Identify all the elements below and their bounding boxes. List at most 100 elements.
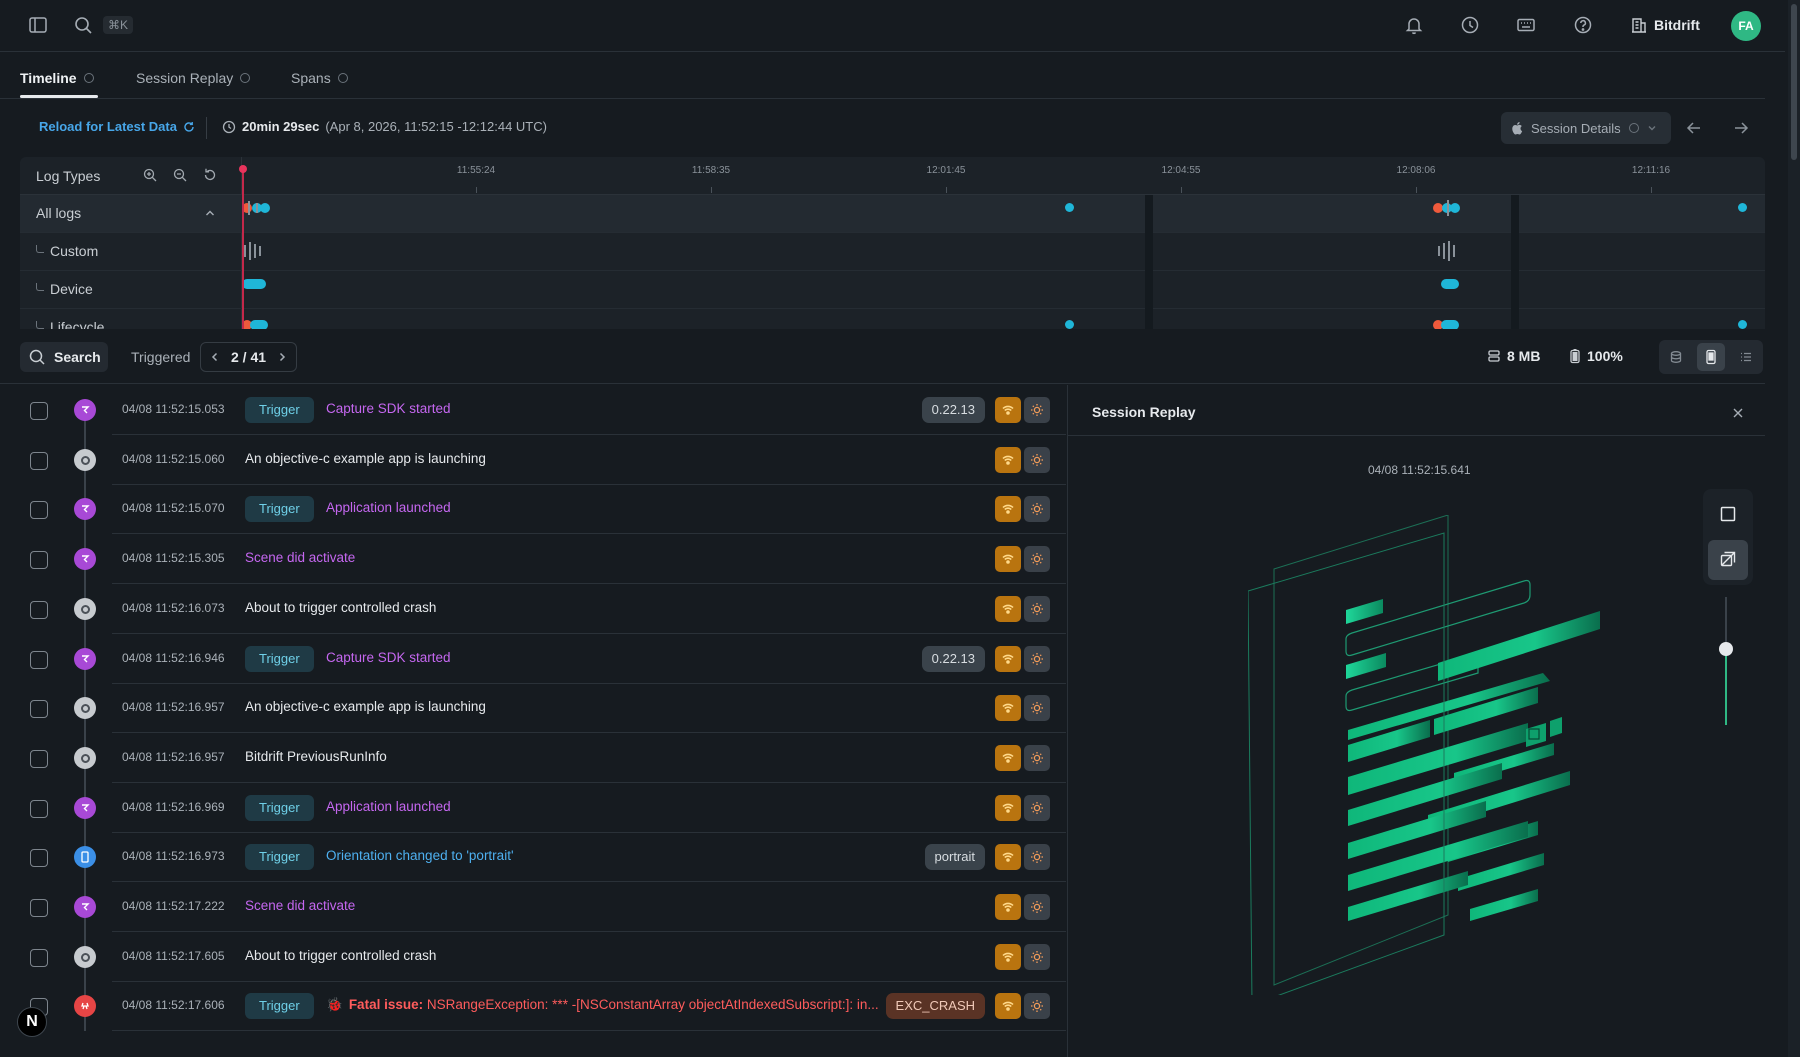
- timeline-row-device[interactable]: Device: [20, 271, 1765, 309]
- row-checkbox[interactable]: [30, 949, 48, 967]
- timeline-row-custom[interactable]: Custom: [20, 233, 1765, 271]
- clock-icon[interactable]: [1459, 14, 1481, 36]
- row-checkbox[interactable]: [30, 899, 48, 917]
- avatar[interactable]: FA: [1731, 11, 1761, 41]
- arrow-right-icon[interactable]: [1730, 117, 1752, 139]
- list-view-icon[interactable]: [1732, 343, 1760, 371]
- battery-icon: [1569, 348, 1581, 364]
- row-checkbox[interactable]: [30, 601, 48, 619]
- row-checkbox[interactable]: [30, 800, 48, 818]
- playhead-marker[interactable]: [239, 165, 247, 173]
- playhead-line[interactable]: [242, 169, 244, 329]
- log-event-mark[interactable]: [1738, 203, 1747, 212]
- log-event-mark[interactable]: [1433, 203, 1443, 213]
- log-event-mark[interactable]: [1441, 320, 1459, 329]
- log-message[interactable]: About to trigger controlled crash: [245, 600, 437, 615]
- 3d-view-icon[interactable]: [1708, 540, 1748, 580]
- zoom-slider-thumb[interactable]: [1719, 642, 1733, 656]
- trigger-pill[interactable]: Trigger: [245, 795, 314, 821]
- log-message[interactable]: An objective-c example app is launching: [245, 699, 486, 714]
- log-event-mark[interactable]: [1065, 320, 1074, 329]
- log-event-mark[interactable]: [250, 320, 268, 329]
- row-checkbox[interactable]: [30, 700, 48, 718]
- tab-session-replay[interactable]: Session Replay: [136, 68, 251, 88]
- trigger-pill[interactable]: Trigger: [245, 646, 314, 672]
- timeline-row-all-logs[interactable]: All logs: [20, 195, 1765, 233]
- row-checkbox[interactable]: [30, 452, 48, 470]
- device-view-icon[interactable]: [1696, 343, 1725, 371]
- log-event-mark[interactable]: [1433, 320, 1443, 329]
- log-event-mark[interactable]: [1738, 320, 1747, 329]
- log-event-mark[interactable]: [242, 279, 266, 289]
- database-view-icon[interactable]: [1662, 343, 1690, 371]
- log-message[interactable]: Application launched: [326, 500, 451, 515]
- trigger-pill[interactable]: Trigger: [245, 397, 314, 423]
- trigger-pill[interactable]: Trigger: [245, 496, 314, 522]
- log-message[interactable]: Capture SDK started: [326, 401, 451, 416]
- log-message[interactable]: Orientation changed to 'portrait': [326, 848, 514, 863]
- log-message[interactable]: Capture SDK started: [326, 650, 451, 665]
- row-checkbox[interactable]: [30, 849, 48, 867]
- tab-timeline[interactable]: Timeline: [20, 68, 94, 88]
- row-checkbox[interactable]: [30, 501, 48, 519]
- chevron-left-icon[interactable]: [209, 351, 221, 363]
- log-event-mark[interactable]: [1441, 279, 1459, 289]
- log-event-mark[interactable]: [242, 320, 252, 329]
- close-icon[interactable]: [1730, 405, 1746, 421]
- log-event-mark[interactable]: [260, 203, 270, 213]
- keyboard-icon[interactable]: [1515, 14, 1537, 36]
- log-message[interactable]: Bitdrift PreviousRunInfo: [245, 749, 387, 764]
- row-checkbox[interactable]: [30, 750, 48, 768]
- arrow-left-icon[interactable]: [1683, 117, 1705, 139]
- log-message[interactable]: Application launched: [326, 799, 451, 814]
- log-event-mark[interactable]: [242, 203, 252, 213]
- log-message[interactable]: Scene did activate: [245, 550, 356, 565]
- replay-3d-view[interactable]: [1248, 515, 1648, 995]
- search-icon[interactable]: [72, 14, 94, 36]
- tab-spans[interactable]: Spans: [291, 68, 348, 88]
- row-checkbox[interactable]: [30, 402, 48, 420]
- page-scrollbar[interactable]: [1788, 0, 1800, 1057]
- row-checkbox[interactable]: [30, 551, 48, 569]
- chevron-up-icon[interactable]: [204, 207, 216, 219]
- timeline-chart: Log Types 11:55:24 11:58:35 12:01:45 12:…: [20, 157, 1765, 329]
- reload-label: Reload for Latest Data: [39, 119, 177, 134]
- sidebar-toggle-icon[interactable]: [27, 14, 49, 36]
- scrollbar-thumb[interactable]: [1791, 4, 1797, 160]
- trigger-pill[interactable]: Trigger: [245, 993, 314, 1019]
- log-message[interactable]: 🐞Fatal issue: NSRangeException: *** -[NS…: [326, 997, 879, 1012]
- reload-button[interactable]: Reload for Latest Data: [39, 119, 195, 134]
- row-checkbox[interactable]: [30, 651, 48, 669]
- log-event-mark[interactable]: [1450, 203, 1460, 213]
- log-event-mark[interactable]: [1065, 203, 1074, 212]
- help-icon[interactable]: [1572, 14, 1594, 36]
- zoom-in-icon[interactable]: [142, 167, 158, 183]
- timeline-row-lifecycle[interactable]: Lifecycle: [20, 309, 1765, 329]
- zoom-out-icon[interactable]: [172, 167, 188, 183]
- log-message[interactable]: About to trigger controlled crash: [245, 948, 437, 963]
- log-message[interactable]: An objective-c example app is launching: [245, 451, 486, 466]
- search-button[interactable]: Search: [20, 342, 108, 372]
- nextjs-badge[interactable]: N: [17, 1007, 47, 1037]
- org-switcher[interactable]: Bitdrift: [1630, 14, 1700, 36]
- trigger-pill[interactable]: Trigger: [245, 844, 314, 870]
- 2d-view-icon[interactable]: [1708, 494, 1748, 534]
- session-details-dropdown[interactable]: Session Details: [1501, 112, 1671, 144]
- reset-zoom-icon[interactable]: [202, 167, 218, 183]
- log-message[interactable]: Scene did activate: [245, 898, 356, 913]
- bell-icon[interactable]: [1403, 14, 1425, 36]
- chevron-right-icon[interactable]: [276, 351, 288, 363]
